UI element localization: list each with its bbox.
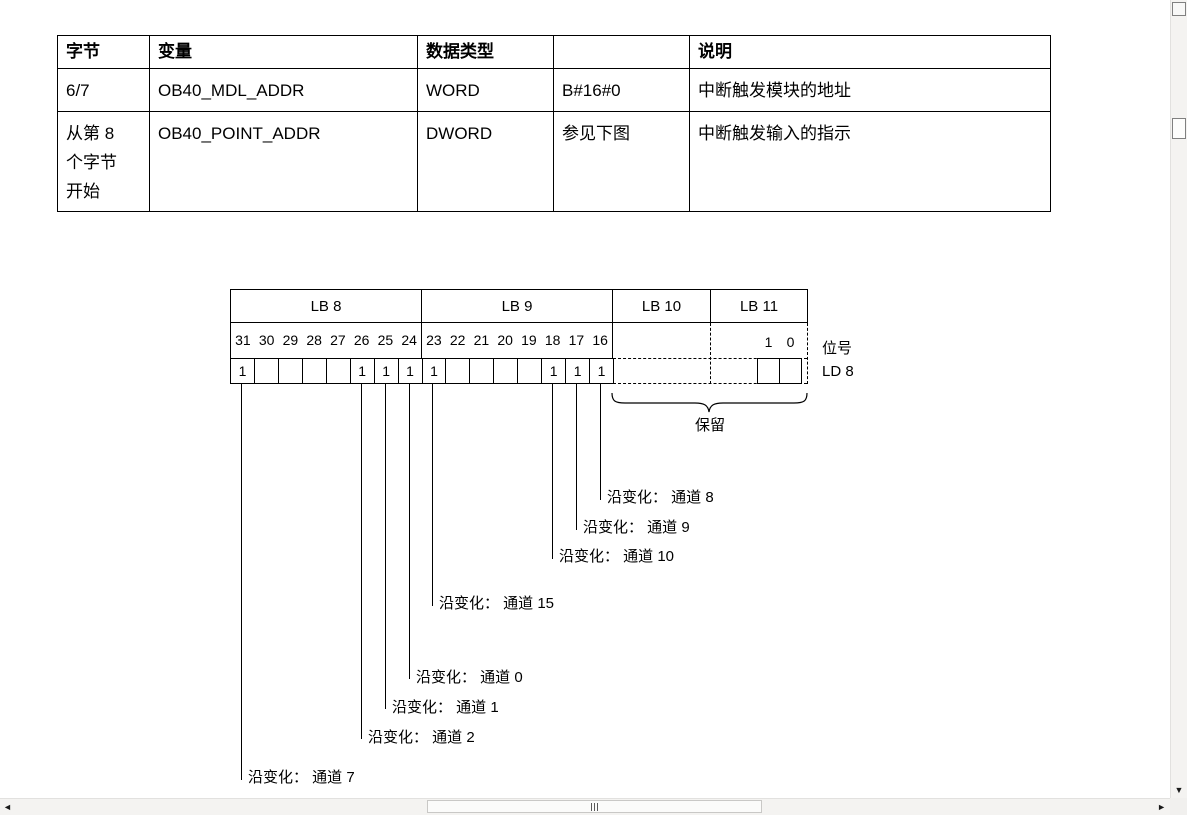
annotation-label: 沿变化： 通道 8 (607, 489, 714, 506)
cell-default: 参见下图 (553, 111, 690, 212)
bit-number: 19 (521, 332, 537, 348)
bit-number: 22 (449, 332, 466, 348)
bit-number-row: 31 30 29 28 27 26 25 24 23 22 21 20 19 1… (230, 322, 613, 358)
table-header-row: 字节 变量 数据类型 说明 (57, 35, 1051, 69)
bit-diagram: LB 8 LB 9 LB 10 LB 11 31 30 29 28 27 26 … (230, 289, 854, 786)
column-header-byte: 字节 (57, 35, 150, 69)
bit-number: 28 (306, 332, 322, 348)
annotation-label: 沿变化： 通道 9 (583, 519, 690, 536)
vertical-scrollbar[interactable]: ▼ (1170, 0, 1187, 798)
bit-cell: 1 (373, 358, 399, 384)
bit-number: 23 (421, 322, 446, 358)
bit-cell: 1 (397, 358, 423, 384)
annotation-label: 沿变化： 通道 15 (439, 595, 555, 612)
byte-box-lb10: LB 10 (612, 289, 711, 323)
byte-box-lb9: LB 9 (421, 289, 613, 323)
vertical-scrollbar-thumb[interactable] (1172, 118, 1186, 139)
bit-cell (277, 358, 303, 384)
byte-box-lb8: LB 8 (230, 289, 422, 323)
annotation-label: 沿变化： 通道 1 (392, 699, 499, 716)
bit-number: 16 (592, 332, 608, 348)
annotation-line (361, 384, 362, 739)
reserved-dashed-line (613, 383, 807, 384)
bit-number: 30 (258, 332, 275, 348)
reserved-dashed-line (807, 323, 808, 384)
horizontal-scrollbar[interactable]: ◄ ► (0, 798, 1170, 815)
bit-cell (253, 358, 279, 384)
annotation-line (409, 384, 410, 679)
bit-cell: 1 (421, 358, 447, 384)
bit-cell (445, 358, 471, 384)
reserved-bit-number: 1 (764, 334, 773, 350)
bit-number: 31 (235, 332, 251, 348)
bit-number: 26 (353, 332, 370, 348)
bit-cell (493, 358, 519, 384)
spec-table: 字节 变量 数据类型 说明 6/7 OB40_MDL_ADDR WORD B#1… (57, 35, 1051, 212)
column-header-variable: 变量 (149, 35, 418, 69)
byte-box-lb11: LB 11 (710, 289, 808, 323)
reserved-label: 保留 (694, 417, 725, 434)
bit-number: 21 (473, 332, 490, 348)
reserved-dashed-line (710, 323, 711, 384)
annotation-line (552, 384, 553, 559)
scroll-up-button[interactable] (1172, 2, 1186, 16)
scroll-down-icon[interactable]: ▼ (1174, 785, 1184, 795)
bit-cell (301, 358, 327, 384)
bit-cell: 1 (589, 358, 614, 384)
bit-cell-row: 1 1 1 1 1 1 1 1 (230, 358, 614, 384)
bit-cell (517, 358, 543, 384)
bit-cell: 1 (541, 358, 567, 384)
bit-number: 20 (497, 332, 513, 348)
data-row-label: LD 8 (822, 363, 854, 380)
bit-number: 18 (544, 332, 561, 348)
reserved-dashed-line (613, 358, 807, 359)
annotation-line (600, 384, 601, 500)
reserved-bit-number: 0 (786, 334, 795, 350)
cell-byte: 从第 8 个字节 开始 (57, 111, 150, 212)
annotation-line (385, 384, 386, 709)
cell-datatype: WORD (417, 68, 554, 112)
annotation-label: 沿变化： 通道 10 (559, 548, 675, 565)
annotation-label: 沿变化： 通道 7 (248, 769, 355, 786)
scrollbar-corner (1170, 798, 1187, 815)
annotation-label: 沿变化： 通道 2 (368, 729, 475, 746)
cell-variable: OB40_POINT_ADDR (149, 111, 418, 212)
reserved-brace-icon (611, 392, 808, 413)
table-row: 从第 8 个字节 开始 OB40_POINT_ADDR DWORD 参见下图 中… (57, 111, 1051, 212)
bit-cell (325, 358, 351, 384)
column-header-default (553, 35, 690, 69)
horizontal-scrollbar-thumb[interactable] (427, 800, 762, 813)
reserved-bit-cell (779, 358, 802, 384)
scroll-left-icon[interactable]: ◄ (3, 802, 12, 812)
bit-row-label: 位号 (822, 340, 853, 357)
annotation-label: 沿变化： 通道 0 (416, 669, 523, 686)
annotation-line (241, 384, 242, 780)
bit-cell (469, 358, 495, 384)
cell-description: 中断触发模块的地址 (689, 68, 1051, 112)
annotation-line (576, 384, 577, 530)
bit-number: 24 (401, 332, 417, 348)
bit-number: 17 (568, 332, 585, 348)
reserved-bit-cell (757, 358, 780, 384)
scroll-right-icon[interactable]: ► (1157, 802, 1166, 812)
bit-cell: 1 (349, 358, 375, 384)
annotation-line (432, 384, 433, 606)
bit-number: 27 (330, 332, 346, 348)
bit-cell: 1 (565, 358, 591, 384)
bit-number: 25 (377, 332, 394, 348)
cell-description: 中断触发输入的指示 (689, 111, 1051, 212)
cell-variable: OB40_MDL_ADDR (149, 68, 418, 112)
bit-cell: 1 (230, 358, 255, 384)
bit-number: 29 (282, 332, 299, 348)
table-row: 6/7 OB40_MDL_ADDR WORD B#16#0 中断触发模块的地址 (57, 68, 1051, 112)
